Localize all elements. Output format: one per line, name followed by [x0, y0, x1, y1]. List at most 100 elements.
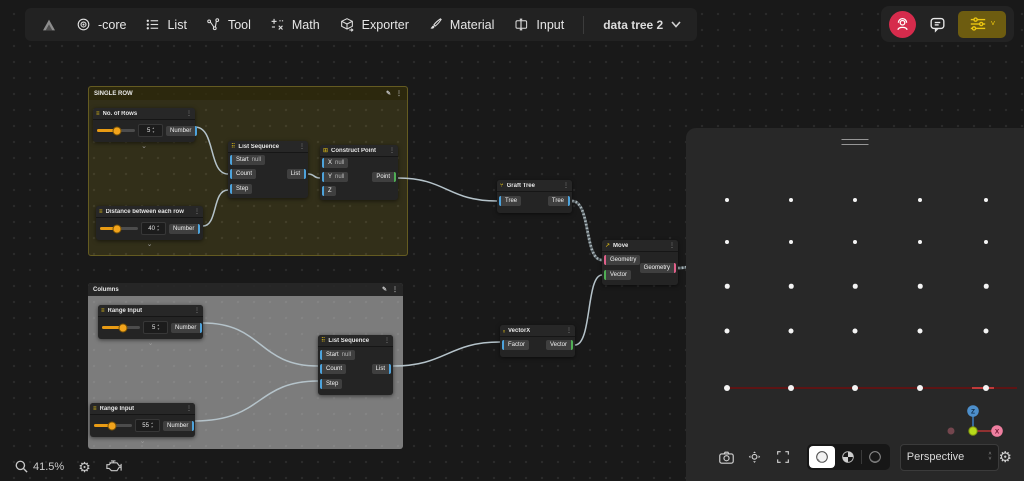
profile-button[interactable] — [889, 10, 916, 38]
port-in-geometry[interactable]: Geometry — [604, 255, 641, 265]
canvas-settings-gear-icon[interactable]: ⚙ — [78, 458, 91, 475]
shaded-mode-button[interactable] — [808, 446, 835, 468]
fit-view-button[interactable] — [773, 446, 793, 468]
port-out-tree[interactable]: Tree — [547, 196, 570, 206]
edit-pencil-icon[interactable]: ✎ — [385, 90, 391, 97]
data-tree-selector[interactable]: data tree 2 — [603, 18, 681, 32]
axis-gizmo[interactable]: Z X — [944, 398, 1008, 460]
kebab-menu-icon[interactable]: ⋮ — [389, 147, 395, 154]
axis-z-handle[interactable] — [967, 405, 979, 417]
zoom-control[interactable]: 41.5% — [14, 459, 64, 474]
stepper-icon[interactable]: ▴▾ — [152, 126, 155, 134]
number-slider[interactable] — [94, 421, 132, 430]
kebab-menu-icon[interactable]: ⋮ — [566, 327, 572, 334]
value-input[interactable]: 55 ▴▾ — [135, 419, 160, 432]
screenshot-button[interactable] — [716, 446, 736, 468]
port-out-point[interactable]: Point — [372, 172, 396, 182]
wire-point-to-tree[interactable] — [397, 177, 498, 202]
node-no-of-rows[interactable]: ≡ No. of Rows ⋮ 5 ▴▾ Number ⌄ — [93, 108, 198, 150]
node-graft-tree[interactable]: ⑂ Graft Tree ⋮ Tree Tree — [497, 180, 572, 213]
port-in-tree[interactable]: Tree — [499, 196, 522, 206]
port-in-factor[interactable]: Factor — [502, 340, 530, 350]
port-in-count[interactable]: Count — [320, 364, 347, 374]
viewport-3d[interactable]: Z X Perspective ˄˅ — [686, 128, 1024, 481]
kebab-menu-icon[interactable]: ⋮ — [299, 143, 305, 150]
menu-item-list[interactable]: List — [145, 17, 187, 32]
kebab-menu-icon[interactable]: ⋮ — [669, 242, 675, 249]
chevron-down-icon[interactable]: ⌄ — [141, 143, 147, 150]
port-out-number[interactable]: Number — [169, 223, 201, 234]
port-in-vector[interactable]: Vector — [604, 270, 632, 280]
node-distance[interactable]: ≡ Distance between each row ⋮ 40 ▴▾ Numb… — [96, 206, 203, 248]
parameters-toggle-button[interactable]: ˅ — [958, 10, 1006, 38]
number-slider[interactable] — [100, 224, 138, 233]
value-input[interactable]: 5 ▴▾ — [138, 124, 163, 137]
group-header[interactable]: Columns ✎ ⋮ — [88, 283, 403, 296]
node-move[interactable]: ↗ Move ⋮ Geometry Vector Geometry — [602, 240, 678, 285]
group-header[interactable]: SINGLE ROW ✎ ⋮ — [89, 87, 407, 100]
port-in-step[interactable]: Step — [230, 184, 253, 194]
port-out-geometry[interactable]: Geometry — [639, 263, 676, 273]
node-range-input-2[interactable]: ≡ Range Input ⋮ 55 ▴▾ Number ⌄ — [90, 403, 195, 445]
menu-item-core[interactable]: -core — [76, 17, 126, 32]
menu-item-material[interactable]: Material — [428, 17, 494, 32]
chevron-down-icon[interactable]: ⌄ — [146, 241, 153, 248]
kebab-menu-icon[interactable]: ⋮ — [392, 286, 398, 293]
kebab-menu-icon[interactable]: ⋮ — [186, 110, 192, 117]
stepper-icon[interactable]: ▴▾ — [156, 224, 159, 232]
port-in-z[interactable]: Z — [322, 186, 336, 196]
port-out-vector[interactable]: Vector — [545, 340, 573, 350]
app-logo-icon[interactable] — [41, 18, 57, 32]
axis-x-handle[interactable] — [991, 425, 1003, 437]
engine-icon[interactable] — [105, 459, 123, 474]
port-out-list[interactable]: List — [286, 169, 306, 179]
node-range-input-1[interactable]: ≡ Range Input ⋮ 5 ▴▾ Number ⌄ — [98, 305, 203, 347]
port-out-list[interactable]: List — [371, 364, 391, 374]
wire-list-to-factor[interactable] — [392, 341, 501, 367]
menu-item-math[interactable]: Math — [270, 17, 320, 32]
orbit-control-button[interactable] — [744, 446, 764, 468]
chevron-down-icon[interactable]: ⌄ — [139, 438, 146, 445]
value-input[interactable]: 5 ▴▾ — [143, 321, 168, 334]
chevron-down-icon[interactable]: ⌄ — [147, 340, 154, 347]
menu-item-exporter[interactable]: Exporter — [339, 17, 409, 33]
kebab-menu-icon[interactable]: ⋮ — [186, 405, 192, 412]
menu-item-tool[interactable]: Tool — [206, 17, 251, 32]
stepper-icon[interactable]: ▴▾ — [157, 323, 160, 331]
port-out-number[interactable]: Number — [163, 420, 195, 431]
number-slider[interactable] — [102, 323, 140, 332]
comments-button[interactable] — [925, 12, 949, 36]
kebab-menu-icon[interactable]: ⋮ — [194, 208, 200, 215]
viewport-settings-gear-icon[interactable]: ⚙ — [998, 448, 1012, 466]
menu-item-input[interactable]: Input — [513, 17, 564, 32]
kebab-menu-icon[interactable]: ⋮ — [396, 90, 402, 97]
port-in-step[interactable]: Step — [320, 379, 343, 389]
panel-resize-handle[interactable] — [841, 139, 869, 145]
wire-tree-to-geometry[interactable] — [571, 199, 603, 262]
port-out-number[interactable]: Number — [171, 322, 203, 333]
axis-origin-handle[interactable] — [968, 426, 978, 436]
node-vectorx[interactable]: ₓ VectorX ⋮ Factor Vector — [500, 325, 575, 357]
port-in-count[interactable]: Count — [230, 169, 257, 179]
wire-tree-to-geometry[interactable] — [571, 199, 603, 262]
kebab-menu-icon[interactable]: ⋮ — [194, 307, 200, 314]
value-input[interactable]: 40 ▴▾ — [141, 222, 166, 235]
wireframe-mode-button[interactable] — [862, 446, 888, 468]
kebab-menu-icon[interactable]: ⋮ — [384, 337, 390, 344]
edit-pencil-icon[interactable]: ✎ — [381, 286, 387, 293]
stepper-icon[interactable]: ▴▾ — [150, 421, 153, 429]
axis-negative-icon[interactable] — [947, 427, 955, 435]
projection-select[interactable]: Perspective ˄˅ — [899, 443, 999, 471]
rendered-mode-button[interactable] — [835, 446, 861, 468]
number-slider[interactable] — [97, 126, 135, 135]
kebab-menu-icon[interactable]: ⋮ — [563, 182, 569, 189]
port-out-number[interactable]: Number — [166, 125, 198, 136]
wire-vector-to-move[interactable] — [574, 274, 603, 346]
